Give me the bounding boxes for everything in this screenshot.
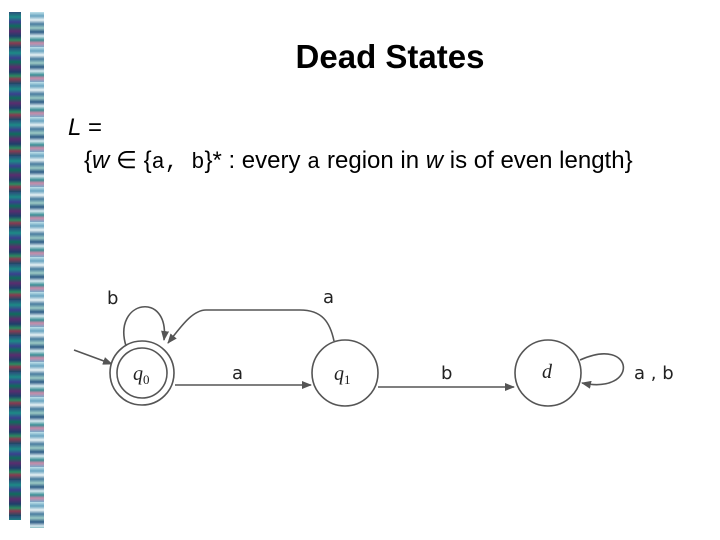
- edge-q0-q1-label: a: [232, 363, 243, 384]
- start-arrow: [73, 349, 113, 365]
- brace-open: {: [84, 147, 93, 174]
- state-q0: q0: [109, 340, 175, 406]
- definition-end: is of even length}: [443, 147, 633, 174]
- alphabet-brace-open: {: [143, 147, 152, 174]
- state-q1: q1: [311, 339, 379, 407]
- state-q0-inner-circle: [116, 347, 168, 399]
- edge-q1-d-label: b: [441, 363, 452, 384]
- definition-middle: : every: [221, 147, 308, 174]
- state-q1-circle: [311, 339, 379, 407]
- slide-title: Dead States: [295, 38, 485, 75]
- state-d-label: d: [542, 361, 553, 383]
- decorative-strip-right: [30, 12, 44, 528]
- edge-d-d-label: a , b: [634, 363, 674, 384]
- decorative-strip-left: [9, 12, 21, 520]
- edge-q1-q0-label: a: [323, 287, 334, 308]
- edge-d-d: [579, 353, 625, 389]
- element-of-symbol: ∈: [116, 147, 137, 174]
- state-q0-label: q0: [133, 363, 150, 387]
- language-definition: {w ∈ {a, b}* : every a region in w is of…: [84, 146, 633, 175]
- state-d: d: [514, 339, 582, 407]
- variable-w: w: [92, 147, 110, 174]
- edge-q0-q0-label: b: [107, 288, 118, 309]
- edge-q0-q0: [123, 305, 170, 347]
- language-label: L =: [68, 114, 102, 141]
- definition-tail: region in: [320, 147, 426, 174]
- variable-w-2: w: [425, 147, 444, 174]
- state-d-circle: [514, 339, 582, 407]
- alphabet: a, b: [151, 150, 205, 175]
- edge-q1-q0: [167, 309, 335, 344]
- kleene-star: }*: [204, 147, 222, 174]
- state-q0-outer-circle: [109, 340, 175, 406]
- symbol-a: a: [307, 150, 321, 175]
- state-q1-label: q1: [334, 363, 351, 387]
